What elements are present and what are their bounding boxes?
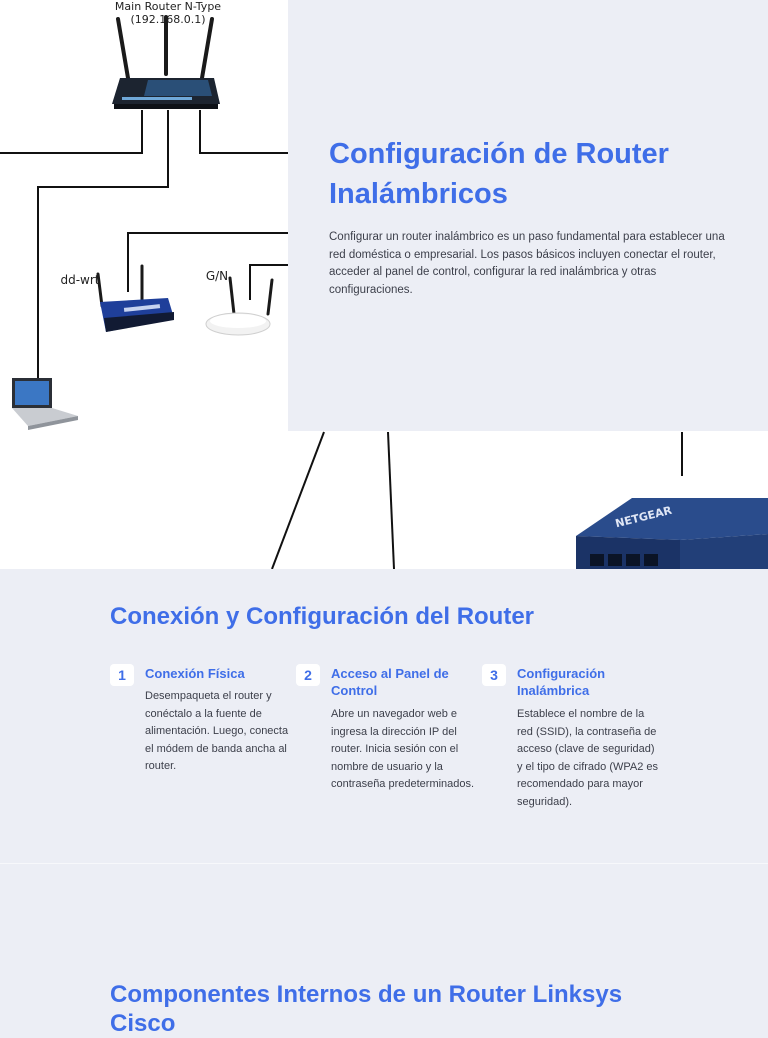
step-number-badge: 2: [296, 664, 320, 686]
connection-config-section: Conexión y Configuración del Router 1 Co…: [0, 569, 768, 864]
hero-description: Configurar un router inalámbrico es un p…: [329, 231, 725, 296]
step-text: Abre un navegador web e ingresa la direc…: [331, 708, 475, 790]
step-title: Conexión Física: [145, 666, 245, 681]
router-ddwrt-label: dd-wrt: [60, 273, 100, 287]
components-section: Componentes Internos de un Router Linksy…: [0, 864, 768, 1037]
network-cables: [0, 110, 683, 569]
laptop-icon: [12, 378, 78, 430]
router-ddwrt-icon: [96, 264, 174, 332]
main-router-icon: [112, 15, 220, 109]
router-gn-label: G/N: [205, 269, 229, 283]
netgear-switch-icon: NETGEAR: [576, 498, 768, 569]
step-title: Configuración Inalámbrica: [517, 666, 606, 698]
router-gn-icon: [205, 276, 274, 336]
step-text: Establece el nombre de la red (SSID), la…: [517, 708, 659, 808]
section-title: Componentes Internos de un Router Linksy…: [110, 981, 623, 1037]
step-number-badge: 1: [110, 664, 134, 686]
step-title: Acceso al Panel de Control: [331, 666, 449, 698]
hero-title: Configuración de Router Inalámbricos: [329, 138, 669, 210]
step-number-badge: 3: [482, 664, 506, 686]
section-title: Conexión y Configuración del Router: [110, 603, 535, 630]
step-text: Desempaqueta el router y conéctalo a la …: [145, 690, 289, 772]
hero-panel: Configuración de Router Inalámbricos Con…: [288, 0, 768, 431]
